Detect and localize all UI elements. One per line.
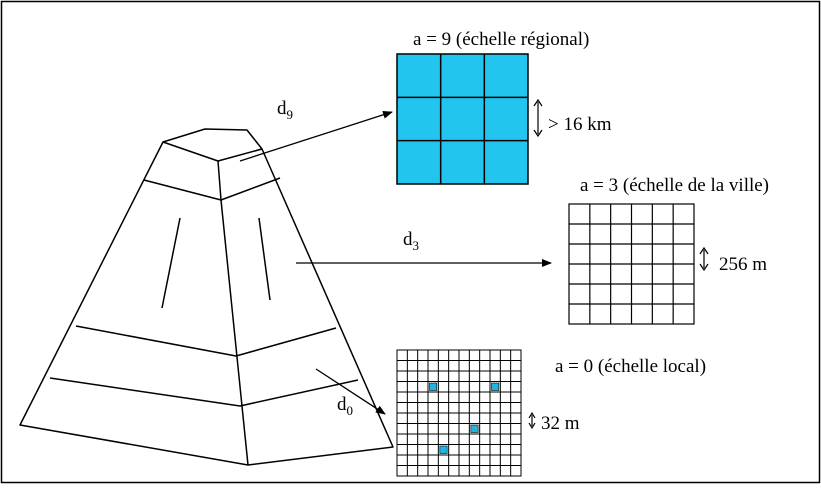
pyramid-band-2 — [75, 325, 337, 357]
pyramid-front-edge — [220, 199, 249, 466]
title-local-scale: a = 0 (échelle local) — [555, 356, 706, 377]
grid-local — [396, 349, 522, 477]
distance-label-d9: d9 — [277, 98, 293, 122]
arrow-d9 — [239, 110, 393, 162]
cell-size-regional: > 16 km — [548, 114, 612, 135]
pyramid-stroke-left — [161, 217, 181, 309]
cell-size-city: 256 m — [719, 254, 767, 275]
size-indicator-regional — [533, 98, 543, 138]
grid-regional — [396, 53, 529, 185]
title-regional-scale: a = 9 (échelle régional) — [413, 29, 589, 50]
pyramid-outline — [19, 128, 394, 466]
size-indicator-city — [699, 246, 709, 272]
grid-city — [568, 203, 695, 325]
pyramid-top-edge — [217, 160, 222, 201]
highlighted-cell — [470, 424, 479, 433]
grid-background — [396, 53, 529, 185]
highlighted-cell — [429, 382, 438, 391]
highlighted-cell — [491, 382, 500, 391]
cell-size-local: 32 m — [541, 413, 580, 434]
pyramid — [19, 128, 394, 466]
title-city-scale: a = 3 (échelle de la ville) — [580, 175, 769, 196]
pyramid-band-3 — [49, 377, 359, 407]
pyramid-band-1 — [143, 177, 281, 201]
distance-label-d3: d3 — [403, 229, 419, 253]
distance-label-d0: d0 — [337, 394, 353, 418]
pyramid-stroke-right — [258, 217, 271, 301]
highlighted-cell — [439, 445, 448, 454]
size-indicator-local — [528, 411, 536, 430]
arrow-d0 — [315, 368, 386, 415]
